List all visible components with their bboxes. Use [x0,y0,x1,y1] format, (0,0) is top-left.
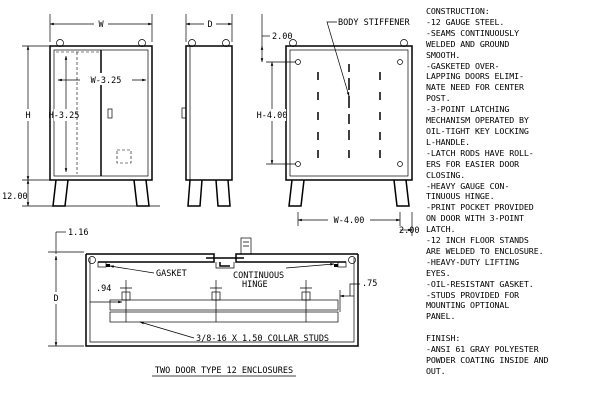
gasket-label: GASKET [156,269,187,279]
side-view: D [181,14,233,207]
floor-stand-right [133,179,150,207]
construction-line: -STUDS PROVIDED FOR [426,289,520,300]
construction-line: PANEL. [426,311,456,322]
key-lock-icon [107,108,113,119]
plan-top-offset-label: 1.16 [68,228,88,238]
drawing-caption: TWO DOOR TYPE 12 ENCLOSURES [155,366,293,376]
construction-line: -OIL-RESISTANT GASKET. [426,278,534,289]
construction-line: LAPPING DOORS ELIMI- [426,71,524,82]
back-side-offset-label: 2.00 [399,226,419,236]
construction-line: ERS FOR EASIER DOOR [426,158,520,169]
construction-line: POST. [426,93,451,104]
collar-studs-label: 3/8-16 X 1.50 COLLAR STUDS [196,334,329,344]
print-pocket [116,149,132,164]
handle-icon [240,237,252,255]
plan-left-dim-label: .94 [96,284,111,294]
construction-heading: CONSTRUCTION: [426,6,490,16]
body-stiffener-label: BODY STIFFENER [338,18,411,28]
construction-line: -HEAVY-DUTY LIFTING [426,256,520,267]
construction-line: TINUOUS HINGE. [426,191,495,202]
construction-line: L-HANDLE. [426,136,471,147]
front-inner-width-label: W-3.25 [91,76,122,86]
plan-right-dim-label: .75 [362,279,377,289]
hinge-pin-icon [348,256,356,264]
floor-stand-left [52,179,69,207]
plan-depth-label: D [53,294,58,304]
construction-line: -3-POINT LATCHING [426,104,510,115]
continuous-hinge-label-2: HINGE [242,280,268,290]
construction-line: CLOSING. [426,169,466,180]
back-view: 2.00 BODY STIFFENER [257,14,419,236]
hinge-pin-icon [88,256,96,264]
finish-line: OUT. [426,366,446,376]
continuous-hinge-label-1: CONTINUOUS [233,271,284,281]
mounting-panel [109,299,339,311]
construction-line: WELDED AND GROUND [426,38,510,49]
handle-icon [181,107,187,119]
plan-view: 1.16 D [48,228,377,377]
front-width-label: W [98,20,104,30]
construction-line: EYES. [426,267,451,278]
side-depth-label: D [207,20,212,30]
construction-line: MECHANISM OPERATED BY [426,115,529,126]
back-inner-height-label: H-4.00 [257,111,288,121]
construction-line: SMOOTH. [426,49,461,60]
back-inner-width-label: W-4.00 [334,216,365,226]
back-offset-label: 2.00 [272,32,292,42]
construction-line: -12 GAUGE STEEL. [426,16,505,27]
construction-line: NATE NEED FOR CENTER [426,82,524,93]
front-view: W W-3.25 H-3.25 H [2,14,160,207]
construction-line: -SEAMS CONTINUOUSLY [426,27,520,38]
construction-line: -HEAVY GAUGE CON- [426,180,510,191]
construction-line: OIL-TIGHT KEY LOCKING [426,125,529,136]
finish-heading: FINISH: [426,333,461,344]
stiffener-slots [317,64,381,158]
construction-line: -12 INCH FLOOR STANDS [426,235,529,246]
construction-line: -LATCH RODS HAVE ROLL- [426,147,534,158]
construction-line: MOUNTING OPTIONAL [426,300,510,311]
front-inner-height-label: H-3.25 [49,111,80,121]
stand-height-label: 12.00 [2,192,28,202]
construction-line: -PRINT POCKET PROVIDED [426,202,534,213]
construction-line: -GASKETED OVER- [426,60,500,71]
front-height-label: H [25,111,30,121]
spec-notes: CONSTRUCTION: -12 GAUGE STEEL. -SEAMS CO… [426,6,598,377]
finish-line: -ANSI 61 GRAY POLYESTER [426,344,539,355]
finish-line: POWDER COATING INSIDE AND [426,355,549,366]
construction-line: LATCH. [426,224,456,235]
construction-line: ON DOOR WITH 3-POINT [426,213,524,224]
construction-line: ARE WELDED TO ENCLOSURE. [426,245,544,256]
